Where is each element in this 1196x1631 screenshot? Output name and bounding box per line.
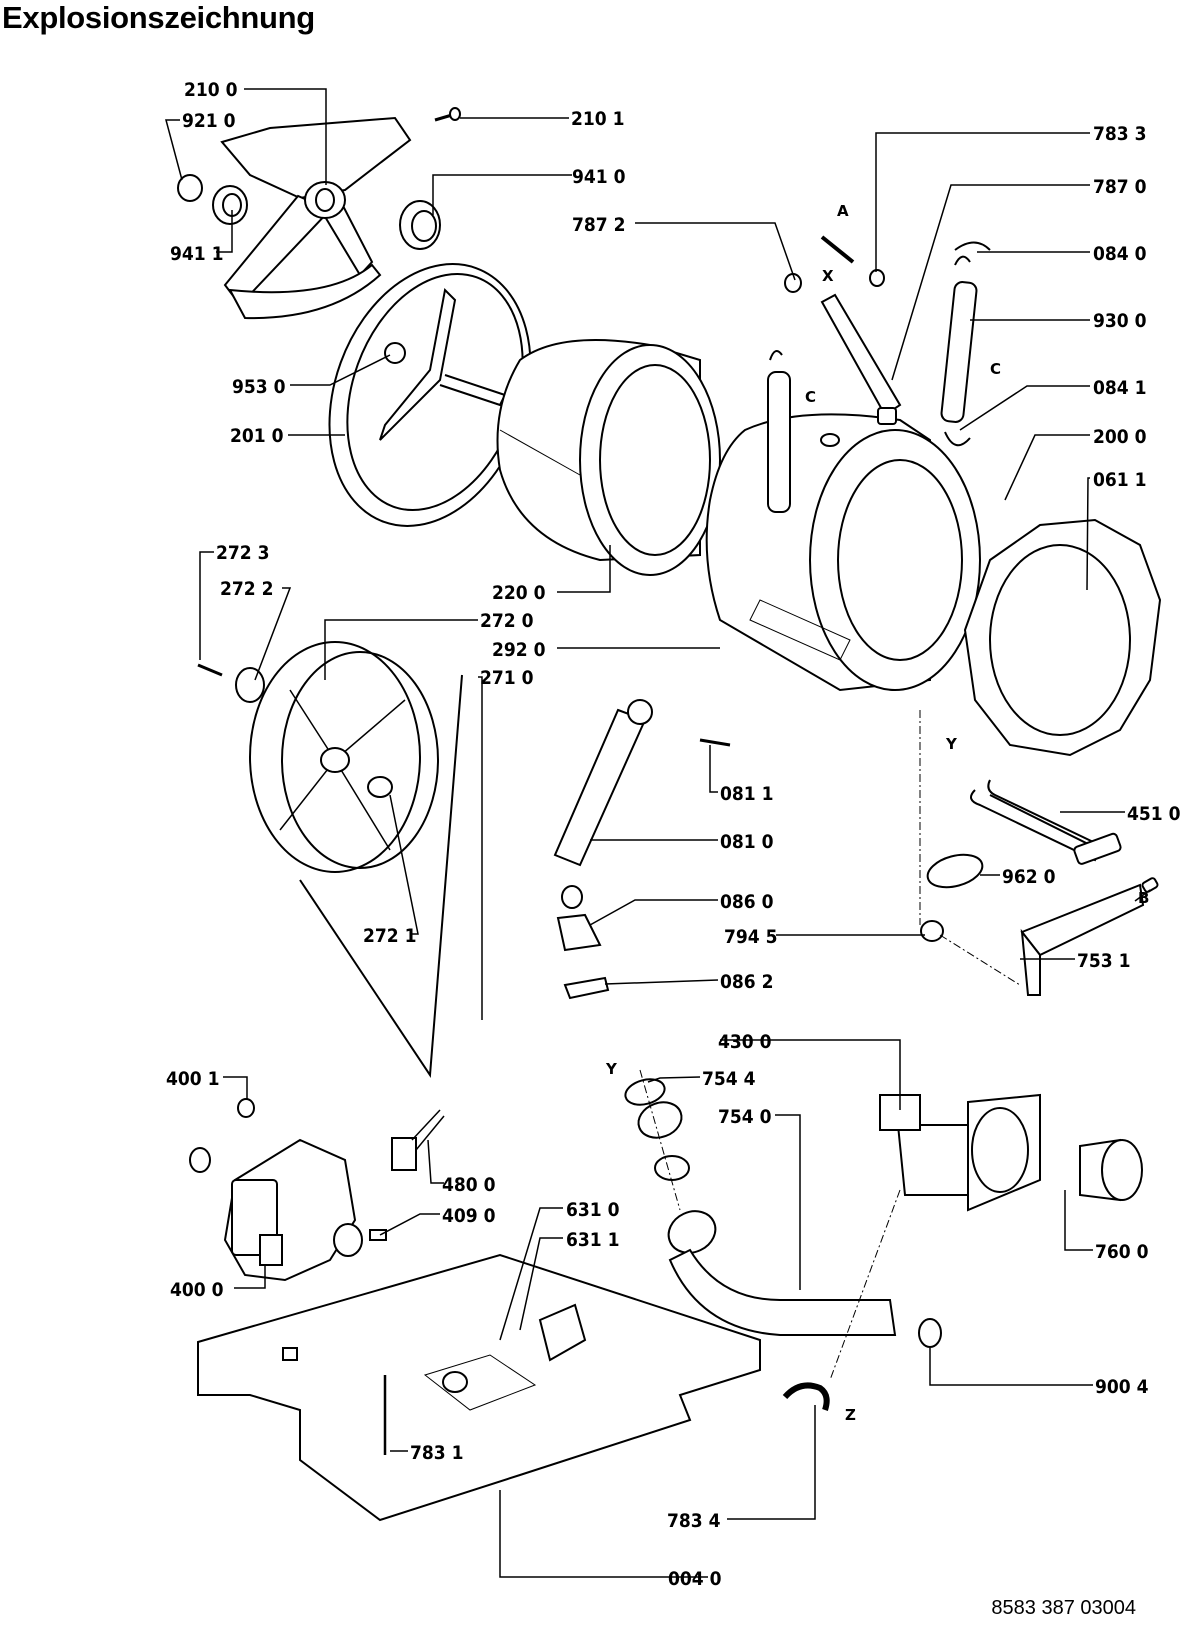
sump-filter-shape	[654, 1155, 690, 1181]
counterweight-shape	[963, 518, 1162, 757]
part-label-760-0[interactable]: 760 0	[1095, 1241, 1149, 1263]
part-label-081-0[interactable]: 081 0	[720, 831, 774, 853]
part-label-930-0[interactable]: 930 0	[1093, 310, 1147, 332]
centerline	[829, 1189, 901, 1381]
part-label-787-0[interactable]: 787 0	[1093, 176, 1147, 198]
part-label-220-0[interactable]: 220 0	[492, 582, 546, 604]
part-label-631-0[interactable]: 631 0	[566, 1199, 620, 1221]
part-label-271-0[interactable]: 271 0	[480, 667, 534, 689]
pulley-bolt-shape	[197, 663, 223, 677]
part-label-783-1[interactable]: 783 1	[410, 1442, 464, 1464]
ref-mark-y: Y	[945, 735, 958, 753]
ref-mark-x: X	[822, 267, 834, 285]
drain-pump-shape	[879, 1093, 1041, 1212]
circlip-shape	[177, 174, 203, 202]
part-label-084-0[interactable]: 084 0	[1093, 243, 1147, 265]
part-label-783-3[interactable]: 783 3	[1093, 123, 1147, 145]
part-label-272-2[interactable]: 272 2	[220, 578, 274, 600]
hose-clamp-shape	[784, 273, 802, 293]
ntc-sensor-shape	[926, 853, 984, 889]
pump-filter-shape	[1079, 1138, 1143, 1202]
sump-ring-shape	[624, 1078, 666, 1106]
leader-lines	[165, 88, 1151, 1578]
bearing-inner-shape	[212, 185, 248, 225]
part-label-272-0[interactable]: 272 0	[480, 610, 534, 632]
damper-bolt-shape	[699, 738, 731, 747]
tub-spring-shape	[940, 241, 991, 447]
part-label-787-2[interactable]: 787 2	[572, 214, 626, 236]
shock-absorber-shape	[553, 699, 653, 909]
page-title: Explosionszeichnung	[2, 0, 315, 35]
part-label-201-0[interactable]: 201 0	[230, 425, 284, 447]
drum-pulley-shape	[249, 641, 439, 873]
part-label-754-0[interactable]: 754 0	[718, 1106, 772, 1128]
pin-a-shape	[820, 235, 855, 264]
tub-half-front-shape	[705, 413, 981, 692]
part-label-754-4[interactable]: 754 4	[702, 1068, 756, 1090]
hose-connector-shape	[869, 269, 885, 287]
part-label-753-1[interactable]: 753 1	[1077, 950, 1131, 972]
part-label-086-2[interactable]: 086 2	[720, 971, 774, 993]
sump-hose-shape	[667, 1210, 897, 1336]
part-label-941-0[interactable]: 941 0	[572, 166, 626, 188]
part-label-084-1[interactable]: 084 1	[1093, 377, 1147, 399]
centerline	[939, 934, 1021, 986]
motor-connector-shape	[391, 1109, 445, 1171]
part-label-061-1[interactable]: 061 1	[1093, 469, 1147, 491]
pulley-washer-shape	[235, 667, 265, 703]
part-label-921-0[interactable]: 921 0	[182, 110, 236, 132]
motor-shape	[189, 1138, 363, 1282]
part-label-631-1[interactable]: 631 1	[566, 1229, 620, 1251]
ref-mark-c: C	[805, 388, 816, 406]
part-label-210-1[interactable]: 210 1	[571, 108, 625, 130]
pressure-chamber-shape	[920, 920, 944, 942]
part-label-272-3[interactable]: 272 3	[216, 542, 270, 564]
heating-element-shape	[970, 779, 1122, 865]
bellows-hose-shape	[820, 293, 902, 425]
ref-mark-b: B	[1138, 889, 1149, 907]
centerline	[639, 1069, 681, 1211]
pulley-hub-shape	[367, 776, 393, 798]
damper-bracket-shape	[556, 913, 602, 952]
part-label-292-0[interactable]: 292 0	[492, 639, 546, 661]
drum-shape	[496, 339, 721, 576]
document-number: 8583 387 03004	[991, 1597, 1136, 1619]
part-label-400-1[interactable]: 400 1	[166, 1068, 220, 1090]
ref-mark-a: A	[837, 202, 849, 220]
part-label-480-0[interactable]: 480 0	[442, 1174, 496, 1196]
spring-left-shape	[767, 350, 791, 513]
spider-bolt-shape	[434, 107, 461, 122]
part-label-962-0[interactable]: 962 0	[1002, 866, 1056, 888]
base-plate-shape	[197, 1253, 761, 1522]
part-label-451-0[interactable]: 451 0	[1127, 803, 1181, 825]
damper-clip-shape	[563, 976, 610, 1000]
part-label-900-4[interactable]: 900 4	[1095, 1376, 1149, 1398]
water-inlet-bracket-shape	[1020, 877, 1159, 996]
part-label-200-0[interactable]: 200 0	[1093, 426, 1147, 448]
part-label-400-0[interactable]: 400 0	[170, 1279, 224, 1301]
bearing-outer-shape	[399, 200, 441, 250]
part-label-953-0[interactable]: 953 0	[232, 376, 286, 398]
part-label-086-0[interactable]: 086 0	[720, 891, 774, 913]
ref-mark-z: Z	[845, 1406, 856, 1424]
ref-mark-c: C	[990, 360, 1001, 378]
motor-bolt-shape	[237, 1098, 255, 1118]
part-label-272-1[interactable]: 272 1	[363, 925, 417, 947]
motor-carbon-brush-shape	[369, 1229, 387, 1241]
sump-cap-shape	[637, 1101, 683, 1139]
part-label-004-0[interactable]: 004 0	[668, 1568, 722, 1590]
part-label-430-0[interactable]: 430 0	[718, 1031, 772, 1053]
elbow-hose-shape	[782, 1382, 830, 1411]
drum-spider-shape	[220, 116, 412, 320]
ref-mark-y: Y	[605, 1060, 618, 1078]
part-label-081-1[interactable]: 081 1	[720, 783, 774, 805]
drive-belt-shape	[299, 674, 463, 1078]
part-label-783-4[interactable]: 783 4	[667, 1510, 721, 1532]
part-label-794-5[interactable]: 794 5	[724, 926, 778, 948]
part-label-409-0[interactable]: 409 0	[442, 1205, 496, 1227]
part-label-210-0[interactable]: 210 0	[184, 79, 238, 101]
hose-clip-shape	[918, 1318, 942, 1348]
part-label-941-1[interactable]: 941 1	[170, 243, 224, 265]
